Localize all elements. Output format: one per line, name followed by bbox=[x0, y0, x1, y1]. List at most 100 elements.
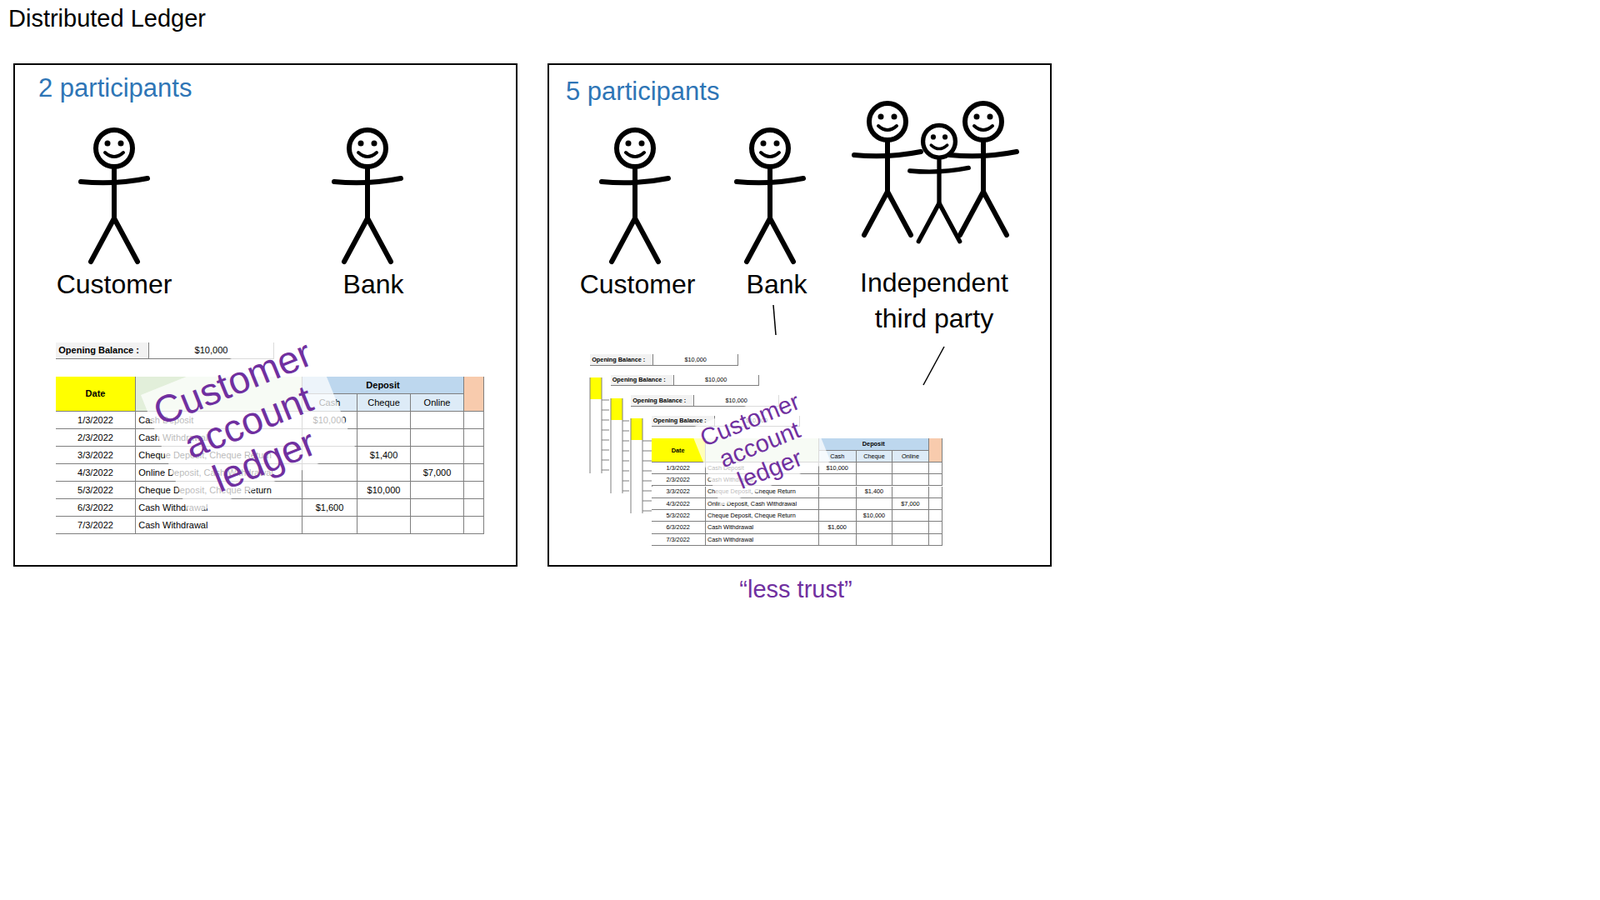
table-cell: 5/3/2022 bbox=[651, 510, 706, 522]
cell-text: $10,000 bbox=[684, 356, 706, 363]
cell-text: Opening Balance : bbox=[612, 376, 666, 383]
table-cell: 7/3/2022 bbox=[651, 534, 706, 546]
cell-text: $10,000 bbox=[705, 376, 727, 383]
table-cell bbox=[929, 474, 943, 486]
table-cell bbox=[302, 481, 358, 500]
stick-figure bbox=[910, 125, 970, 241]
table-cell: Opening Balance : bbox=[630, 395, 695, 407]
table-cell: 6/3/2022 bbox=[651, 521, 706, 534]
table-cell bbox=[856, 534, 894, 546]
cell-text: $10,000 bbox=[367, 485, 401, 495]
table-cell bbox=[856, 474, 894, 486]
cell-text: Date bbox=[671, 447, 685, 454]
table-cell bbox=[464, 516, 485, 535]
cell-text: Online bbox=[424, 398, 451, 408]
table-cell: Opening Balance : bbox=[590, 354, 654, 366]
cell-text: 6/3/2022 bbox=[77, 503, 114, 513]
cell-text: Cash Withdrawal bbox=[707, 536, 754, 543]
cell-text: 6/3/2022 bbox=[665, 524, 690, 530]
participant-label: Customer bbox=[56, 266, 173, 303]
table-cell: 3/3/2022 bbox=[651, 486, 706, 499]
cell-text: 1/3/2022 bbox=[665, 465, 690, 471]
table-cell: Cheque bbox=[357, 394, 411, 412]
table-cell: 1/3/2022 bbox=[55, 411, 136, 430]
table-cell bbox=[929, 486, 943, 499]
table-cell: 3/3/2022 bbox=[55, 446, 136, 465]
table-cell bbox=[892, 486, 930, 499]
leader-line bbox=[923, 346, 945, 385]
cell-text: $1,400 bbox=[370, 450, 399, 460]
table-cell: Cash Withdrawal bbox=[705, 521, 820, 534]
cell-text: $1,600 bbox=[828, 524, 847, 530]
table-cell bbox=[929, 521, 943, 534]
table-cell: Date bbox=[55, 376, 136, 412]
table-cell: Deposit bbox=[819, 438, 930, 450]
cell-text: 5/3/2022 bbox=[77, 485, 114, 495]
table-cell bbox=[856, 498, 894, 510]
table-cell bbox=[892, 510, 930, 522]
table-cell: $1,400 bbox=[357, 446, 411, 465]
stick-figure bbox=[736, 130, 804, 262]
table-cell bbox=[892, 534, 930, 546]
table-cell bbox=[819, 534, 857, 546]
table-cell bbox=[302, 464, 358, 482]
table-cell: $10,000 bbox=[819, 462, 857, 475]
table-cell: $10,000 bbox=[674, 375, 760, 387]
stick-figure bbox=[601, 130, 669, 262]
cell-text: Opening Balance : bbox=[632, 397, 686, 404]
cell-text: Online bbox=[901, 453, 920, 460]
table-cell: 4/3/2022 bbox=[55, 464, 136, 482]
table-cell bbox=[819, 510, 857, 522]
cell-text: 4/3/2022 bbox=[665, 500, 690, 507]
table-cell: 1/3/2022 bbox=[651, 462, 706, 475]
table-cell: $10,000 bbox=[357, 481, 411, 500]
table-cell bbox=[410, 429, 465, 447]
cell-text: $7,000 bbox=[900, 500, 920, 507]
table-cell bbox=[464, 446, 485, 465]
table-cell bbox=[929, 438, 943, 463]
table-cell: Online bbox=[410, 394, 465, 412]
table-cell bbox=[357, 464, 411, 482]
cell-text: Opening Balance : bbox=[58, 345, 140, 355]
cell-text: Opening Balance : bbox=[653, 417, 707, 424]
table-cell bbox=[464, 499, 485, 517]
table-cell bbox=[929, 534, 943, 546]
leader-line bbox=[773, 305, 776, 335]
cell-text: Deposit bbox=[365, 380, 400, 390]
table-cell: 4/3/2022 bbox=[651, 498, 706, 510]
table-cell: Opening Balance : bbox=[55, 342, 150, 360]
cell-text: $1,400 bbox=[865, 488, 884, 495]
cell-text: $10,000 bbox=[195, 345, 229, 355]
table-cell bbox=[357, 499, 411, 517]
table-cell bbox=[410, 516, 465, 535]
participant-label: Independent third party bbox=[846, 265, 1022, 337]
table-cell bbox=[892, 462, 930, 475]
table-cell: 7/3/2022 bbox=[55, 516, 136, 535]
table-cell bbox=[819, 486, 857, 499]
table-cell bbox=[464, 464, 485, 482]
cell-text: $10,000 bbox=[863, 512, 885, 519]
cell-text: 2/3/2022 bbox=[77, 433, 114, 443]
table-cell bbox=[357, 516, 411, 535]
cell-text: 3/3/2022 bbox=[665, 488, 690, 495]
cell-text: $7,000 bbox=[423, 468, 452, 478]
table-cell: 6/3/2022 bbox=[55, 499, 136, 517]
table-cell bbox=[464, 481, 485, 500]
participant-label: Bank bbox=[343, 266, 405, 303]
table-cell bbox=[302, 516, 358, 535]
cell-text: $1,600 bbox=[315, 503, 345, 513]
table-cell bbox=[410, 499, 465, 517]
table-cell: Cash Withdrawal bbox=[135, 516, 303, 535]
table-cell bbox=[856, 462, 894, 475]
cell-text: Cash bbox=[830, 453, 845, 460]
table-cell: Cheque Deposit, Cheque Return bbox=[705, 510, 820, 522]
table-cell bbox=[892, 521, 930, 534]
table-cell: 2/3/2022 bbox=[651, 474, 706, 486]
table-cell bbox=[464, 411, 485, 430]
cell-text: Date bbox=[85, 389, 106, 399]
ledger-sheet bbox=[629, 408, 655, 517]
table-cell bbox=[929, 510, 943, 522]
table-cell bbox=[410, 481, 465, 500]
cell-text: Deposit bbox=[862, 440, 885, 447]
